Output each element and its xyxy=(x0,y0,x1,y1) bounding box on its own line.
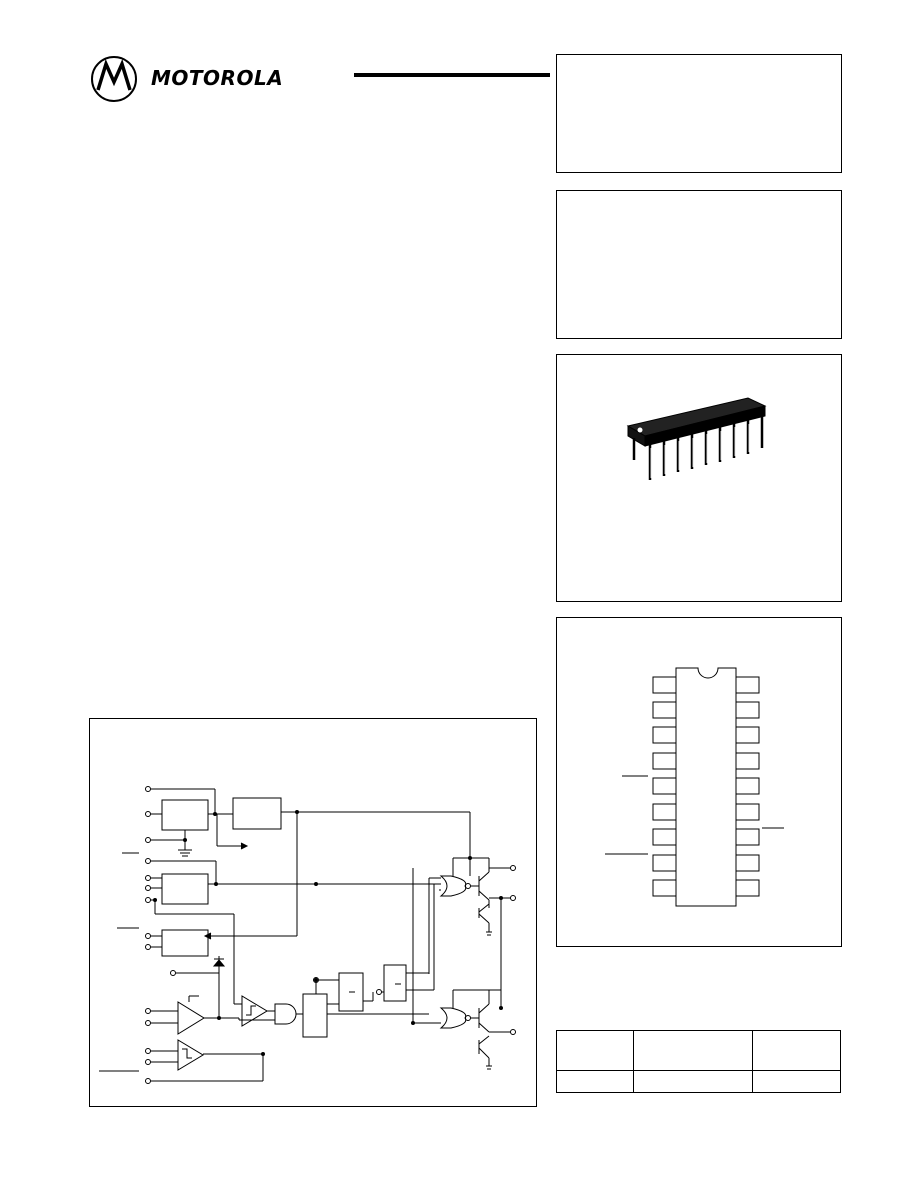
ordering-table xyxy=(556,1030,841,1093)
title-box xyxy=(556,54,842,173)
table-row xyxy=(556,1030,841,1071)
pin-17 xyxy=(735,701,760,719)
pin-15 xyxy=(735,752,760,770)
pin-12 xyxy=(735,828,760,846)
table-header-cell xyxy=(633,1030,753,1071)
pin-11 xyxy=(735,854,760,872)
block-diagram-box xyxy=(89,718,537,1107)
pin-14 xyxy=(735,777,760,795)
table-cell xyxy=(752,1070,841,1093)
pin-1 xyxy=(652,676,677,694)
motorola-batwing-icon xyxy=(91,56,137,102)
pin-3 xyxy=(652,726,677,744)
table-header-cell xyxy=(556,1030,634,1071)
table-cell xyxy=(633,1070,753,1093)
pin-18 xyxy=(735,676,760,694)
pin-connections-box xyxy=(556,617,842,947)
table-header-cell xyxy=(752,1030,841,1071)
pin-10 xyxy=(735,879,760,897)
table-cell xyxy=(556,1070,634,1093)
pin-7 xyxy=(652,828,677,846)
subtitle-box xyxy=(556,190,842,339)
block-diagram xyxy=(99,786,516,1084)
pin-6 xyxy=(652,803,677,821)
pin-16 xyxy=(735,726,760,744)
table-row xyxy=(556,1070,841,1093)
package-box xyxy=(556,354,842,602)
pin-5 xyxy=(652,777,677,795)
pin-8 xyxy=(652,854,677,872)
pin-9 xyxy=(652,879,677,897)
motorola-logo xyxy=(91,56,137,102)
pin-4 xyxy=(652,752,677,770)
pinout-diagram xyxy=(605,667,784,907)
dip-package-image xyxy=(626,397,767,480)
brand-wordmark: MOTOROLA xyxy=(151,66,284,90)
header-rule xyxy=(354,73,550,77)
pin-2 xyxy=(652,701,677,719)
pin-13 xyxy=(735,803,760,821)
